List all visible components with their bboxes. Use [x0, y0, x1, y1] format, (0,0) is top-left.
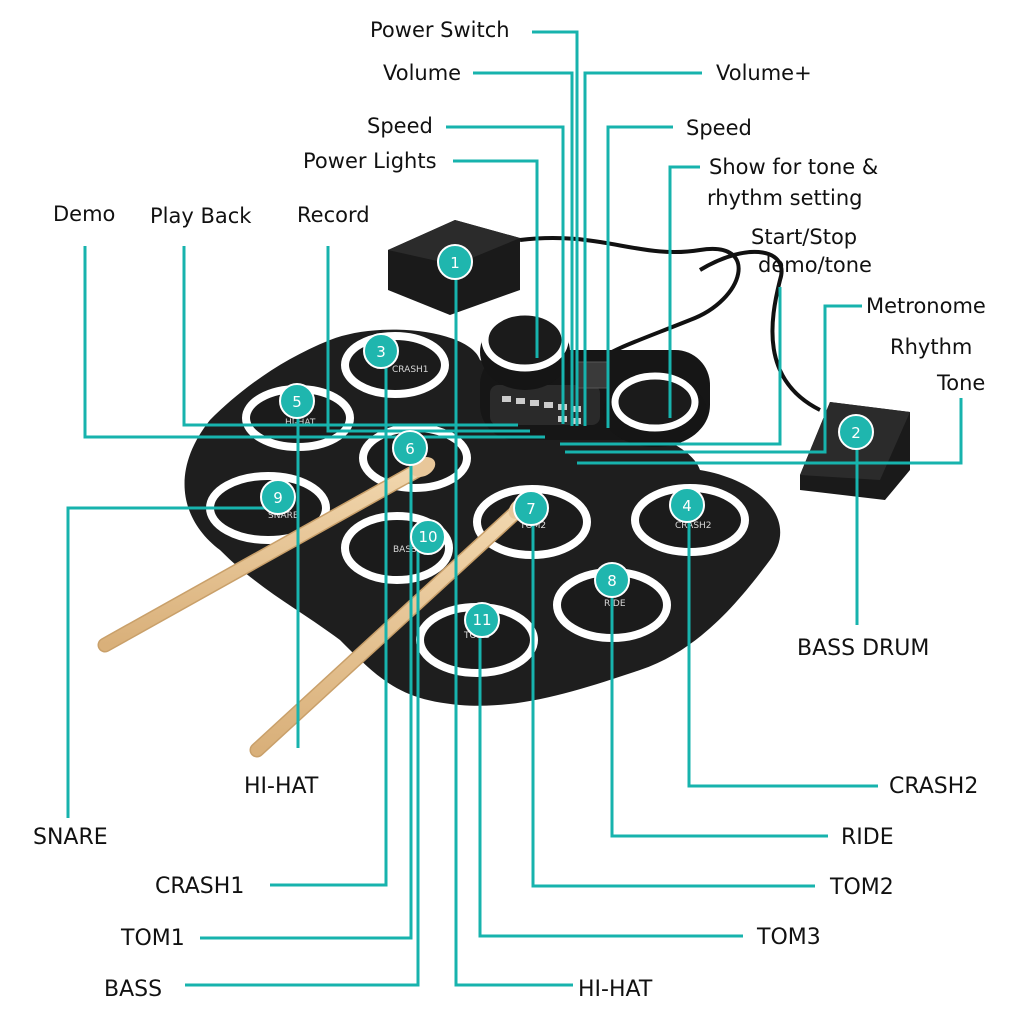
label-show-tone-line2: rhythm setting — [707, 186, 862, 210]
label-crash1: CRASH1 — [155, 874, 244, 899]
leader-snare — [66, 506, 278, 818]
badge-2: 2 — [838, 414, 874, 450]
leader-crash1 — [270, 350, 388, 887]
badge-7: 7 — [513, 490, 549, 526]
leader-tom2 — [531, 508, 815, 888]
badge-8: 8 — [594, 562, 630, 598]
badge-4-number: 4 — [682, 497, 692, 515]
badge-9-number: 9 — [273, 489, 283, 507]
label-volume-plus: Volume+ — [716, 61, 812, 85]
label-speed-right: Speed — [686, 116, 752, 140]
leader-tone — [577, 398, 963, 465]
badge-2-number: 2 — [851, 424, 861, 442]
leader-lines — [66, 30, 963, 987]
leader-hi-hat-bottom — [454, 261, 573, 987]
leader-volume-plus — [583, 71, 702, 426]
label-start-stop-line2: demo/tone — [758, 253, 872, 277]
badge-3: 3 — [363, 333, 399, 369]
pad-print-crash1: CRASH1 — [392, 365, 429, 375]
leader-tom1 — [200, 448, 413, 940]
leader-record — [326, 246, 530, 433]
badge-5: 5 — [279, 383, 315, 419]
badge-8-number: 8 — [607, 572, 617, 590]
leader-volume-minus — [473, 71, 574, 426]
pad-print-hi-hat: HI-HAT — [285, 418, 316, 428]
label-power-lights: Power Lights — [303, 149, 437, 173]
badge-11: 11 — [464, 602, 500, 638]
pad-print-snare: SNARE — [268, 511, 299, 521]
leader-tom3 — [478, 620, 743, 938]
leader-bass — [185, 537, 420, 987]
pad-print-ride: RIDE — [604, 599, 626, 609]
badge-6: 6 — [392, 430, 428, 466]
leader-show-tone — [668, 165, 700, 418]
label-tom3: TOM3 — [756, 925, 821, 950]
badge-6-number: 6 — [405, 440, 415, 458]
label-bass: BASS — [104, 977, 162, 1002]
label-tom2: TOM2 — [829, 875, 894, 900]
pedal-cable-left — [519, 235, 741, 362]
leader-start-stop — [560, 287, 782, 446]
label-hi-hat-bottom: HI-HAT — [578, 977, 653, 1002]
badge-7-number: 7 — [526, 500, 536, 518]
label-tone: Tone — [936, 371, 985, 395]
badge-10: 10 — [410, 519, 446, 555]
control-display — [577, 361, 609, 389]
label-play-back: Play Back — [150, 204, 252, 228]
label-power-switch: Power Switch — [370, 18, 510, 42]
pad-print-crash2: CRASH2 — [675, 521, 712, 531]
badge-1-number: 1 — [450, 254, 460, 272]
label-demo: Demo — [53, 202, 115, 226]
label-start-stop-line1: Start/Stop — [751, 225, 857, 249]
leader-play-back — [182, 246, 518, 427]
raised-pad-left — [481, 308, 569, 372]
leader-metronome — [565, 304, 862, 454]
leader-speed-right — [606, 125, 673, 428]
leader-crash2 — [687, 505, 878, 788]
label-speed-left: Speed — [367, 114, 433, 138]
label-metronome: Metronome — [866, 294, 986, 318]
drum-stick-left — [97, 456, 436, 653]
pad-print-bass: BASS — [393, 545, 417, 555]
leader-speed-left — [446, 125, 565, 424]
badge-5-number: 5 — [292, 393, 302, 411]
badge-3-number: 3 — [376, 343, 386, 361]
label-snare: SNARE — [33, 825, 108, 850]
label-bass-drum: BASS DRUM — [797, 636, 929, 661]
badge-10-number: 10 — [418, 528, 437, 546]
badge-1: 1 — [437, 244, 473, 280]
leader-demo — [83, 246, 545, 439]
leader-power-lights — [453, 159, 539, 358]
badge-11-number: 11 — [472, 611, 491, 629]
label-record: Record — [297, 203, 370, 227]
raised-pad-right — [611, 372, 699, 432]
badge-4: 4 — [669, 487, 705, 523]
label-rhythm: Rhythm — [890, 335, 972, 359]
label-show-tone-line1: Show for tone & — [709, 155, 878, 179]
label-crash2: CRASH2 — [889, 774, 978, 799]
pedal-cable-right — [698, 249, 821, 412]
label-tom1: TOM1 — [120, 926, 185, 951]
badge-9: 9 — [260, 479, 296, 515]
leader-ride — [610, 580, 828, 838]
label-ride: RIDE — [841, 825, 894, 850]
leader-power-switch — [532, 30, 579, 426]
label-hi-hat-left: HI-HAT — [244, 774, 319, 799]
label-volume-minus: Volume — [383, 61, 461, 85]
